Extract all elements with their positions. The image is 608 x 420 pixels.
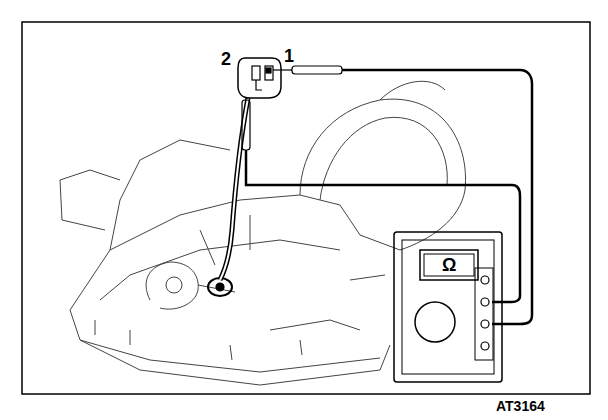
- sensor-center: [216, 283, 224, 291]
- test-lead: [246, 150, 520, 302]
- terminal-1: [265, 66, 273, 80]
- test-probe: [242, 100, 250, 150]
- connector: [238, 58, 281, 98]
- terminal-2: [252, 66, 260, 80]
- meter-unit: Ω: [442, 256, 456, 274]
- terminal-number: 1: [284, 47, 294, 65]
- test-lead: [342, 70, 532, 324]
- terminal-number: 2: [221, 50, 231, 68]
- wire-harness-core: [220, 98, 248, 280]
- test-probe: [292, 66, 342, 74]
- wire-harness: [220, 98, 248, 280]
- probe-tip: [273, 69, 292, 70]
- figure-frame: [22, 22, 590, 394]
- figure-code: AT3164: [496, 399, 545, 413]
- speed-sensor: [208, 278, 232, 296]
- ohmmeter: [394, 232, 502, 382]
- transmission-case: [60, 81, 466, 385]
